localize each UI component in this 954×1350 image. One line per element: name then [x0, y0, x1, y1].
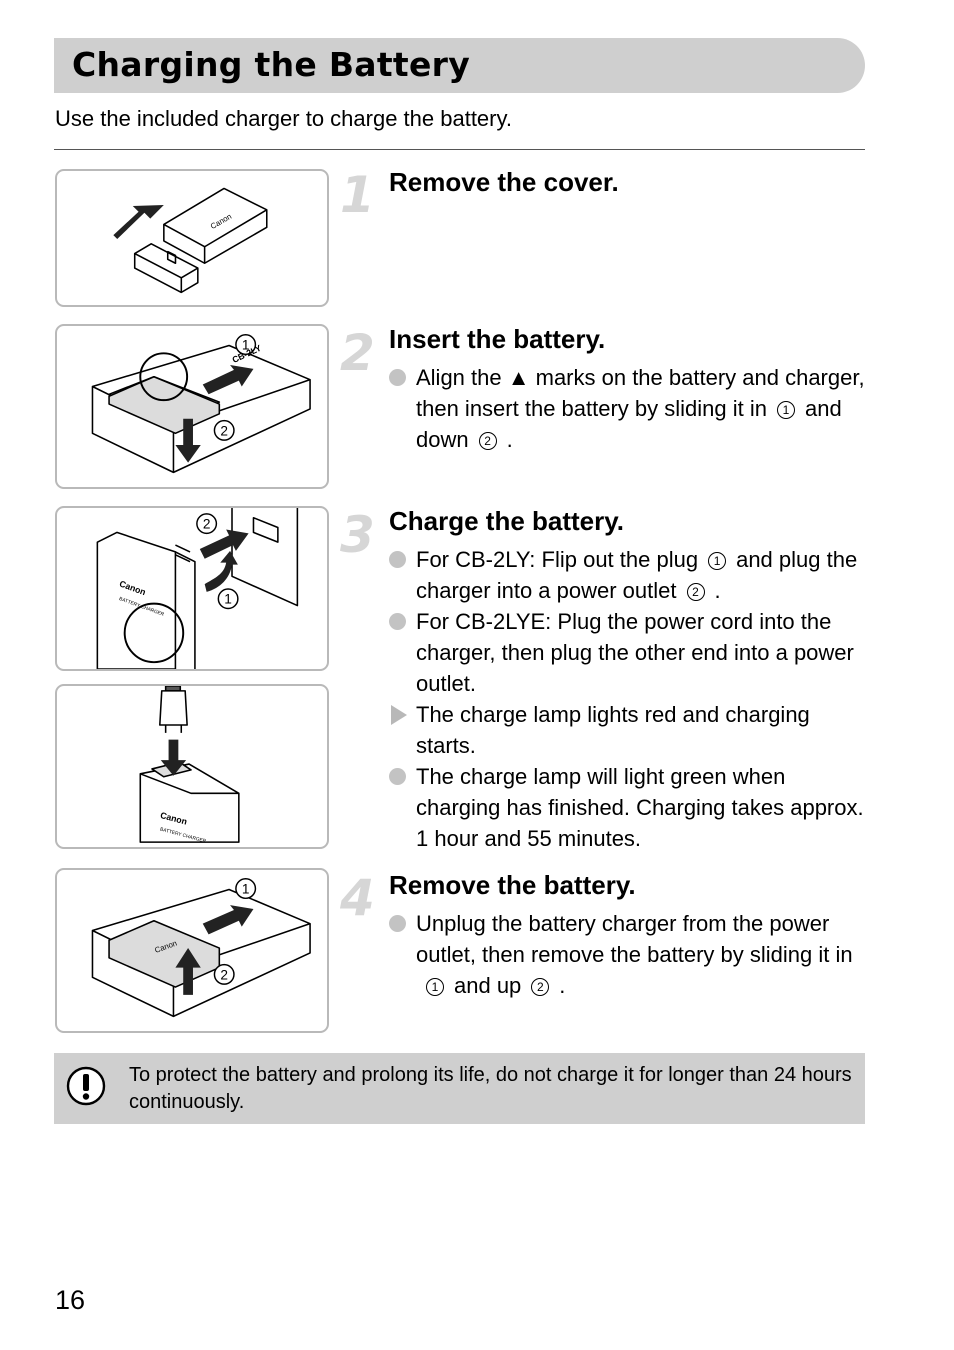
arrow-in-icon	[202, 365, 254, 395]
step-number: 1	[340, 166, 375, 224]
callout-2-icon: 2	[531, 978, 550, 996]
arrow-in-icon	[202, 905, 254, 935]
arrow-up-icon	[175, 948, 201, 995]
callout-2-icon: 2	[213, 963, 235, 985]
bullet-item: For CB-2LYE: Plug the power cord into th…	[389, 606, 869, 699]
result-arrow-icon	[391, 705, 407, 725]
svg-text:2: 2	[220, 967, 228, 982]
bullet-icon	[389, 768, 406, 785]
step-title: Remove the cover.	[389, 167, 619, 197]
callout-2-icon: 2	[213, 419, 235, 441]
bullet-icon	[389, 551, 406, 568]
caution-text: To protect the battery and prolong its l…	[129, 1064, 852, 1113]
result-item: The charge lamp lights red and charging …	[389, 699, 869, 761]
bullet-item: Align the ▲ marks on the battery and cha…	[389, 362, 869, 455]
callout-2-icon: 2	[686, 583, 705, 601]
page-number: 16	[55, 1285, 86, 1315]
remove-battery-illustration: Canon 1 2	[91, 878, 311, 1018]
figure-power-cord: Canon BATTERY CHARGER	[55, 684, 329, 849]
step-number: 3	[340, 506, 375, 564]
callout-1-icon: 1	[217, 588, 239, 610]
callout-2-icon: 2	[478, 432, 497, 450]
svg-text:1: 1	[224, 592, 232, 607]
caution-icon	[66, 1066, 106, 1106]
svg-text:2: 2	[203, 516, 211, 531]
callout-1-icon: 1	[776, 401, 795, 419]
step-title: Remove the battery.	[389, 870, 636, 900]
callout-1-icon: 1	[426, 978, 444, 996]
figure-remove-cover: Canon	[55, 169, 329, 307]
figure-remove-battery: Canon 1 2	[55, 868, 329, 1033]
step-title: Insert the battery.	[389, 324, 606, 354]
insert-battery-illustration: 1 2 CB-2LY	[91, 334, 311, 474]
callout-1-icon: 1	[235, 878, 257, 900]
step-title: Charge the battery.	[389, 506, 625, 536]
step-4-bullets: Unplug the battery charger from the powe…	[389, 908, 869, 1001]
bullet-item: Unplug the battery charger from the powe…	[389, 908, 869, 1001]
step-number: 4	[340, 869, 375, 927]
title-bar: Charging the Battery	[54, 38, 865, 93]
arrow-down-icon	[175, 418, 201, 463]
caution-box: To protect the battery and prolong its l…	[54, 1053, 865, 1124]
arrow-plug-icon	[199, 529, 249, 559]
bullet-icon	[389, 613, 406, 630]
arrow-left-icon	[113, 204, 164, 239]
plug-outlet-illustration: Canon BATTERY CHARGER 2 1	[96, 508, 299, 669]
svg-text:1: 1	[242, 881, 250, 896]
figure-insert-battery: 1 2 CB-2LY	[55, 324, 329, 489]
bullet-icon	[389, 915, 406, 932]
callout-1-icon: 1	[708, 552, 727, 570]
arrow-down-icon	[160, 739, 187, 776]
step-number: 2	[340, 324, 375, 382]
step-2-bullets: Align the ▲ marks on the battery and cha…	[389, 362, 869, 455]
callout-2-icon: 2	[196, 513, 218, 535]
callout-1-icon: 1	[235, 334, 257, 356]
svg-text:2: 2	[220, 423, 228, 438]
flip-arrow-icon	[204, 550, 238, 592]
bullet-item: The charge lamp will light green when ch…	[389, 761, 869, 854]
power-cord-illustration: Canon BATTERY CHARGER	[139, 686, 240, 845]
svg-text:1: 1	[242, 337, 250, 352]
remove-cover-illustration: Canon	[113, 187, 268, 294]
intro-text: Use the included charger to charge the b…	[55, 106, 512, 131]
bullet-icon	[389, 369, 406, 386]
divider	[54, 149, 865, 150]
page-title: Charging the Battery	[72, 45, 471, 84]
figure-plug-outlet: Canon BATTERY CHARGER 2 1	[55, 506, 329, 671]
